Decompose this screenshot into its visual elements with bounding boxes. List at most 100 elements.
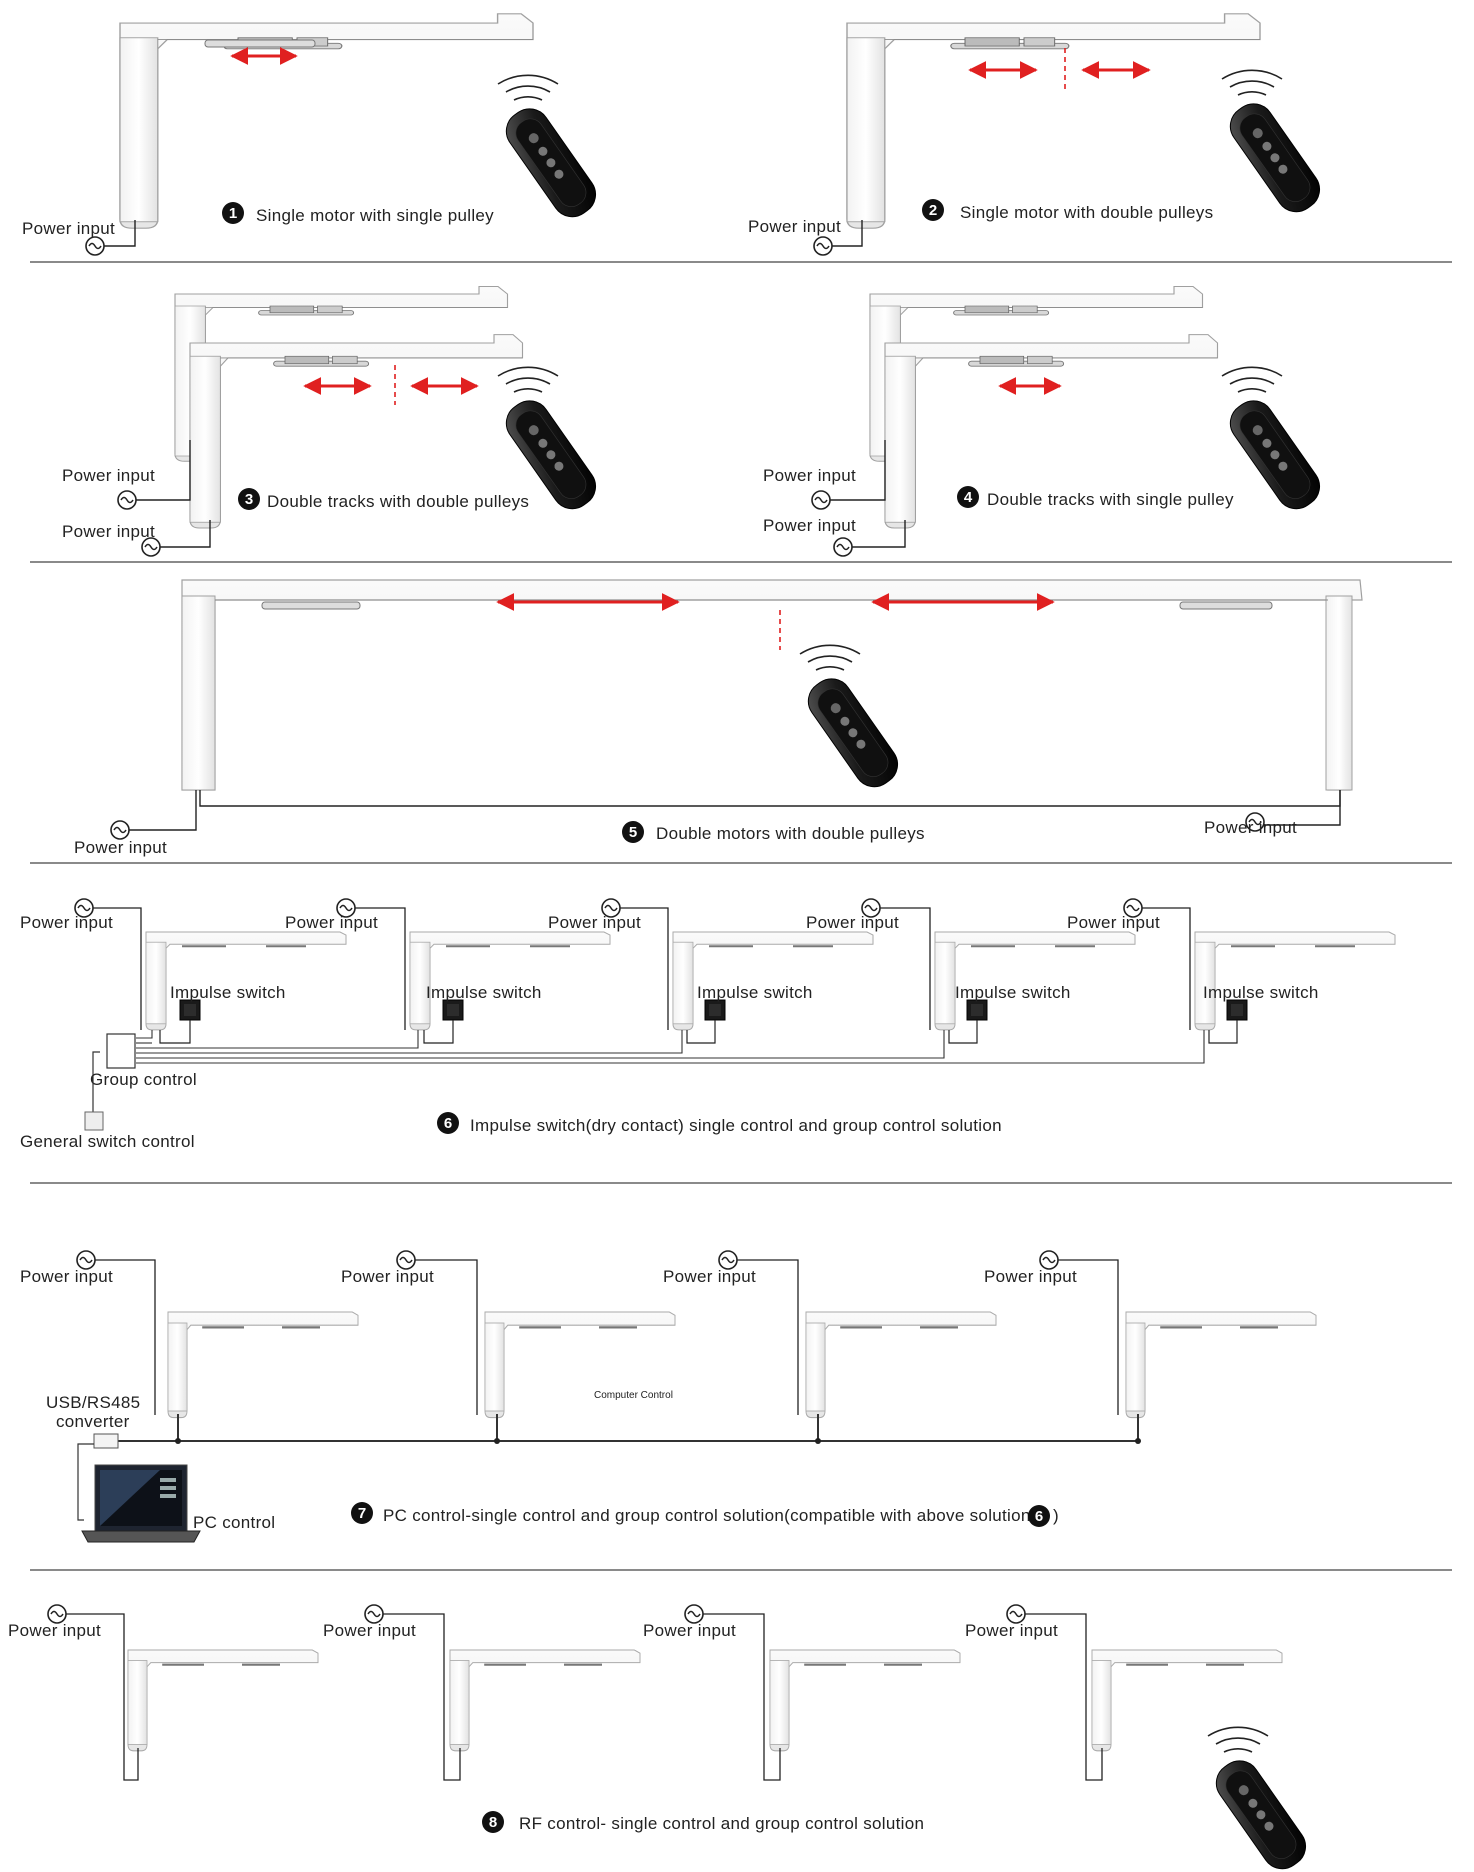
remote-control-icon	[497, 74, 605, 226]
solution-5: Power input Power input 5 Double motors …	[74, 579, 1363, 857]
link-wire	[199, 790, 1341, 807]
power-wire	[104, 220, 136, 247]
general-switch-label: General switch control	[20, 1132, 195, 1151]
power-wires	[66, 1613, 1103, 1781]
remote-control-icon	[1207, 1726, 1315, 1872]
curtain-track-motor	[846, 13, 1261, 229]
power-input-label: Power input	[763, 516, 856, 535]
power-wire-left	[129, 790, 197, 831]
group-bus-wires	[136, 1030, 1205, 1064]
laptop-icon	[81, 1464, 201, 1543]
solution-title: Impulse switch(dry contact) single contr…	[470, 1116, 1002, 1135]
solution-title-suffix: )	[1053, 1506, 1059, 1525]
power-input-label: Power input	[8, 1621, 101, 1640]
rs485-bus	[118, 1414, 1140, 1442]
power-input-label: Power input	[20, 1267, 113, 1286]
solution-1: Power input 1 Single motor with single p…	[22, 13, 605, 256]
general-switch-icon	[84, 1111, 104, 1131]
remote-control-icon	[799, 644, 907, 796]
power-input-label: Power input	[984, 1267, 1077, 1286]
power-input-label: Power input	[62, 466, 155, 485]
power-input-label: Power input	[341, 1267, 434, 1286]
solution-title: Double tracks with single pulley	[987, 490, 1234, 509]
curtain-track-motor-upper	[174, 285, 509, 462]
power-input-label: Power input	[285, 913, 378, 932]
solution-title: RF control- single control and group con…	[519, 1814, 924, 1833]
power-input-label: Power input	[1204, 818, 1297, 837]
impulse-switch-label: Impulse switch	[1203, 983, 1319, 1002]
impulse-switch-icon	[1226, 999, 1248, 1021]
solution-4: Power input Power input 4 Double tracks …	[763, 285, 1329, 557]
solution-number: 6	[444, 1115, 452, 1132]
power-wire-1	[830, 440, 886, 501]
ac-power-icon	[85, 236, 105, 256]
curtain-track-motor-upper	[869, 285, 1204, 462]
solution-number: 2	[929, 202, 937, 219]
power-input-label: Power input	[965, 1621, 1058, 1640]
switch-wires	[159, 1020, 1238, 1044]
ac-power-icon	[110, 820, 130, 840]
group-control-box	[106, 1033, 136, 1069]
power-wires	[93, 907, 1191, 1030]
solution-number: 4	[964, 489, 973, 506]
power-wire-2	[160, 520, 211, 548]
power-input-label: Power input	[1067, 913, 1160, 932]
power-wire-1	[136, 440, 191, 501]
solution-3: Power input Power input 3 Double tracks …	[62, 285, 605, 557]
pc-control-label: PC control	[193, 1513, 275, 1532]
power-wire-right	[1264, 790, 1341, 826]
solution-number: 3	[245, 491, 253, 508]
power-wire-2	[852, 520, 906, 548]
usb-cable	[77, 1443, 94, 1521]
ac-power-icon	[117, 490, 137, 510]
long-curtain-track	[181, 579, 1363, 791]
impulse-switch-label: Impulse switch	[426, 983, 542, 1002]
power-input-label: Power input	[22, 219, 115, 238]
solution-8: Power input Power input Power input Powe…	[8, 1604, 1315, 1872]
power-input-label: Power input	[643, 1621, 736, 1640]
impulse-switch-icon	[442, 999, 464, 1021]
ac-power-icon	[811, 490, 831, 510]
power-input-label: Power input	[548, 913, 641, 932]
solution-2: Power input 2 Single motor with double p…	[748, 13, 1329, 256]
remote-control-icon	[1221, 366, 1329, 518]
usb-converter-label-2: converter	[56, 1412, 130, 1431]
power-input-label: Power input	[20, 913, 113, 932]
power-input-label: Power input	[763, 466, 856, 485]
power-input-label: Power input	[748, 217, 841, 236]
group-control-label: Group control	[90, 1070, 197, 1089]
solution-6: Power input Power input Power input Powe…	[20, 898, 1397, 1151]
usb-converter-icon	[93, 1433, 119, 1449]
impulse-switch-label: Impulse switch	[170, 983, 286, 1002]
solution-title: Single motor with single pulley	[256, 206, 494, 225]
group-tracks	[144, 930, 1397, 1031]
solution-title: Double tracks with double pulleys	[267, 492, 529, 511]
solution-7: Power input Power input Power input Powe…	[20, 1250, 1318, 1543]
solution-number: 8	[489, 1814, 497, 1831]
impulse-switch-icon	[179, 999, 201, 1021]
ac-power-icon	[813, 236, 833, 256]
power-wire	[832, 220, 863, 247]
usb-converter-label-1: USB/RS485	[46, 1393, 140, 1412]
power-input-label: Power input	[74, 838, 167, 857]
group-tracks	[166, 1310, 1318, 1419]
bus-junctions	[175, 1438, 1141, 1444]
curtain-track-motor	[119, 13, 534, 229]
power-input-label: Power input	[323, 1621, 416, 1640]
impulse-switch-icon	[966, 999, 988, 1021]
general-switch-wire	[92, 1051, 100, 1112]
power-input-label: Power input	[62, 522, 155, 541]
section-dividers	[30, 261, 1452, 1571]
computer-control-label: Computer Control	[594, 1390, 673, 1401]
solution-title: Double motors with double pulleys	[656, 824, 925, 843]
remote-control-icon	[1221, 69, 1329, 221]
solution-number: 1	[229, 205, 237, 222]
impulse-switch-icon	[704, 999, 726, 1021]
solution-number: 5	[629, 824, 637, 841]
power-input-label: Power input	[663, 1267, 756, 1286]
solution-title: PC control-single control and group cont…	[383, 1506, 1031, 1525]
ac-power-icon	[833, 537, 853, 557]
solution-ref-number: 6	[1035, 1508, 1043, 1525]
group-tracks	[126, 1648, 1284, 1752]
